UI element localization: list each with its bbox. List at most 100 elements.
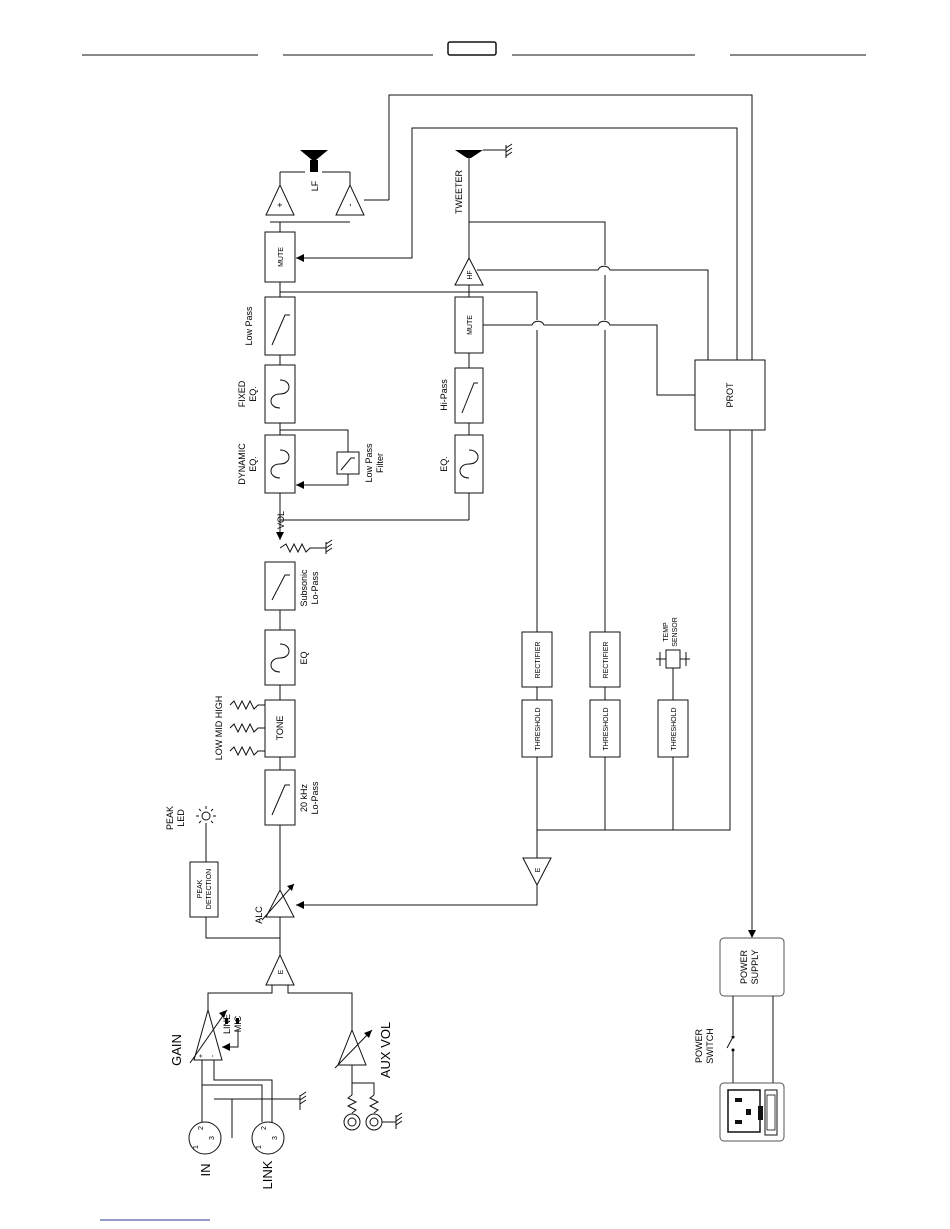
peak-led-label-1: PEAK bbox=[165, 806, 175, 830]
woofer-speaker-icon bbox=[300, 150, 328, 160]
rectifier-1-block bbox=[521, 631, 553, 688]
svg-text:3: 3 bbox=[209, 1136, 216, 1140]
protection-wires bbox=[280, 94, 756, 938]
eq-label: EQ bbox=[299, 651, 309, 664]
svg-text:2: 2 bbox=[261, 1126, 268, 1130]
power-supply-label-1: POWER bbox=[739, 950, 749, 985]
svg-text:2: 2 bbox=[198, 1126, 205, 1130]
svg-text:3: 3 bbox=[272, 1136, 279, 1140]
alc-amplifier bbox=[265, 888, 295, 918]
protection-summing-amp-symbol: E bbox=[535, 867, 542, 872]
line-label: LINE bbox=[222, 1014, 232, 1034]
power-supply-block bbox=[719, 937, 785, 997]
lopass20-label-2: Lo-Pass bbox=[310, 781, 320, 815]
page-header bbox=[82, 41, 866, 56]
subsonic-label-1: Subsonic bbox=[299, 569, 309, 607]
mic-label: MIC bbox=[233, 1015, 243, 1032]
input-buffer-amp bbox=[265, 953, 295, 986]
mute-lf-block bbox=[264, 231, 296, 283]
subsonic-filter-block bbox=[264, 561, 296, 611]
alc-label: ALC bbox=[254, 906, 264, 924]
mute-hf-label: MUTE bbox=[467, 315, 474, 335]
peak-led-icon bbox=[196, 806, 216, 862]
mains-wiring bbox=[726, 996, 774, 1083]
iec-power-inlet-icon bbox=[719, 1082, 785, 1142]
subsonic-label-2: Lo-Pass bbox=[310, 571, 320, 605]
lf-amp-minus-sign: - bbox=[345, 204, 355, 207]
aux-input-jack-right bbox=[365, 1113, 383, 1131]
gain-label: GAIN bbox=[169, 1034, 184, 1066]
lf-label: LF bbox=[310, 180, 320, 191]
prot-label: PROT bbox=[725, 382, 735, 408]
threshold-1-block bbox=[521, 699, 553, 758]
threshold-2-block bbox=[589, 699, 621, 758]
eq-hf-block bbox=[454, 434, 484, 494]
rectifier-2-label: RECTIFIER bbox=[603, 642, 610, 679]
input-buffer-amp-symbol: E bbox=[278, 969, 285, 974]
eq-hf-label: EQ. bbox=[439, 456, 449, 472]
tone-control-pots bbox=[229, 699, 265, 757]
hi-pass-label: Hi-Pass bbox=[439, 379, 449, 411]
rectifier-2-block bbox=[589, 631, 621, 688]
power-supply-label-2: SUPPLY bbox=[750, 950, 760, 985]
protection-summing-amp bbox=[522, 857, 552, 887]
vol-potentiometer bbox=[276, 493, 470, 554]
page-number-tab bbox=[447, 41, 497, 56]
xlr-in-connector: 1 2 3 bbox=[188, 1121, 222, 1155]
fixed-eq-label-2: EQ. bbox=[248, 386, 258, 402]
threshold-1-label: THRESHOLD bbox=[535, 707, 542, 750]
prot-block bbox=[694, 359, 766, 431]
in-label: IN bbox=[198, 1164, 213, 1177]
rectifier-1-label: RECTIFIER bbox=[535, 642, 542, 679]
dynamic-eq-label-1: DYNAMIC bbox=[237, 443, 247, 485]
dynamic-eq-block bbox=[264, 434, 296, 494]
temp-sensor-icon bbox=[656, 649, 690, 669]
gain-amplifier bbox=[193, 1008, 223, 1061]
link-label: LINK bbox=[260, 1160, 275, 1189]
lf-amp-plus bbox=[265, 183, 295, 216]
lf-amp-plus-sign: + bbox=[275, 202, 285, 207]
hf-label: HF bbox=[467, 270, 474, 279]
gain-amp-minus: - bbox=[210, 1054, 217, 1057]
temp-sensor-label-1: TEMP bbox=[663, 622, 670, 642]
threshold-3-label: THRESHOLD bbox=[671, 707, 678, 750]
aux-vol-label: AUX VOL bbox=[378, 1022, 393, 1078]
lopass20-label-1: 20 kHz bbox=[299, 783, 309, 812]
svg-text:1: 1 bbox=[193, 1145, 200, 1149]
dynamic-eq-label-2: EQ. bbox=[248, 456, 258, 472]
low-pass-filter-block bbox=[264, 296, 296, 356]
tone-block bbox=[264, 699, 296, 758]
threshold-3-block bbox=[657, 699, 689, 758]
mute-lf-label: MUTE bbox=[278, 247, 285, 267]
aux-input-jack-left bbox=[343, 1113, 361, 1131]
gain-amp-plus: + bbox=[198, 1054, 205, 1058]
lf-amplifier-pair: + - LF bbox=[265, 150, 389, 216]
aux-vol-amplifier bbox=[337, 1028, 367, 1066]
low-pass-label: Low Pass bbox=[244, 306, 254, 346]
fixed-eq-label-1: FIXED bbox=[237, 380, 247, 407]
fixed-eq-block bbox=[264, 364, 296, 424]
tweeter-label: TWEETER bbox=[454, 170, 464, 214]
hi-pass-filter-block bbox=[454, 367, 484, 424]
line-mic-switch bbox=[225, 1018, 239, 1024]
tone-controls-label: LOW MID HIGH bbox=[214, 696, 224, 761]
tweeter-icon bbox=[455, 143, 513, 172]
xlr-link-connector: 1 2 3 bbox=[251, 1121, 285, 1155]
lf-amp-minus bbox=[335, 183, 365, 216]
peak-detection-block bbox=[189, 861, 219, 918]
svg-text:1: 1 bbox=[256, 1145, 263, 1149]
lpf-label-1: Low Pass bbox=[364, 443, 374, 483]
threshold-2-label: THRESHOLD bbox=[603, 707, 610, 750]
side-chain-low-pass bbox=[280, 429, 360, 489]
peak-detection-label-1: PEAK bbox=[197, 879, 204, 898]
tone-label: TONE bbox=[275, 716, 285, 741]
peak-detection-label-2: DETECTION bbox=[206, 869, 213, 909]
power-switch-label-2: SWITCH bbox=[705, 1028, 715, 1064]
lpf-label-2: Filter bbox=[375, 453, 385, 473]
temp-sensor-label-2: SENSOR bbox=[672, 617, 679, 647]
lopass-20khz-block bbox=[264, 769, 296, 826]
power-switch-label-1: POWER bbox=[694, 1029, 704, 1064]
eq-block bbox=[264, 629, 296, 686]
peak-led-label-2: LED bbox=[176, 809, 186, 827]
